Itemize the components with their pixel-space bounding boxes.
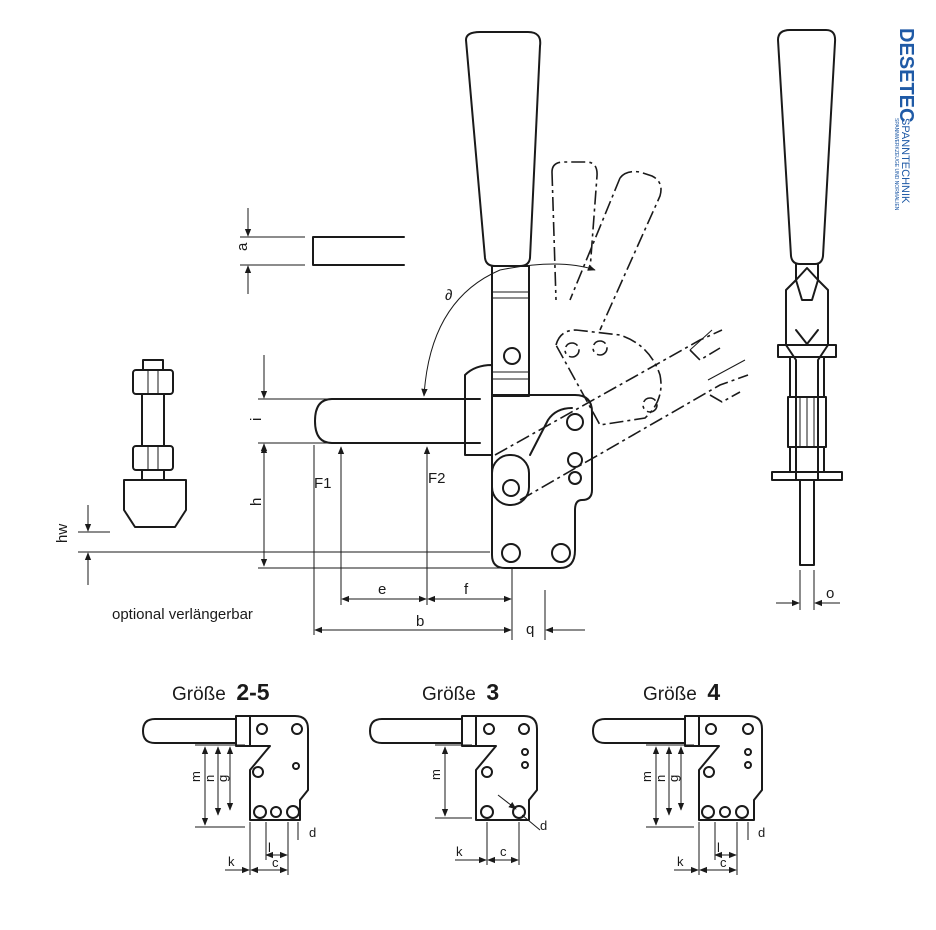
pressure-spindle <box>123 359 187 528</box>
dim-k-label: k <box>677 854 684 869</box>
dim-e-label: e <box>378 581 386 598</box>
pivot-hole <box>503 347 521 365</box>
dim-m-label: m <box>428 769 443 780</box>
dim-a-label: a <box>234 242 251 251</box>
size-variant-3: Größe 3 m d k c <box>369 679 547 865</box>
dim-o-label: o <box>826 585 834 602</box>
dim-g-label: g <box>215 775 230 782</box>
dim-q-label: q <box>526 621 534 638</box>
clamp-handle <box>465 31 542 267</box>
dim-b-label: b <box>416 613 424 630</box>
dim-g-label: g <box>666 775 681 782</box>
angle-label: ∂ <box>445 287 452 304</box>
brand-subtitle: SPANNTECHNIK <box>899 118 911 204</box>
dim-d-label: d <box>309 825 316 840</box>
size-label: Größe 4 <box>643 679 720 705</box>
clamping-bar <box>314 398 481 444</box>
dim-n-label: n <box>202 775 217 782</box>
dim-hw-label: hw <box>54 524 71 543</box>
brand-name: DESETEC <box>895 28 917 122</box>
size-label: Größe 3 <box>422 679 499 705</box>
side-view: o <box>771 29 843 610</box>
dim-k-label: k <box>456 844 463 859</box>
dim-l-label: l <box>717 840 720 855</box>
dim-f-label: f <box>464 581 469 598</box>
size-variant-2-5: Größe 2-5 m n g d k l c <box>142 679 316 875</box>
dim-i-label: i <box>248 418 265 421</box>
clamp-arm <box>491 265 530 397</box>
dim-d-label: d <box>540 818 547 833</box>
main-view: ∂ a i h hw F1 F2 <box>54 31 749 640</box>
force-f2-label: F2 <box>428 470 446 487</box>
dim-m-label: m <box>639 771 654 782</box>
dim-k-label: k <box>228 854 235 869</box>
dim-n-label: n <box>653 775 668 782</box>
force-f1-label: F1 <box>314 475 332 492</box>
brand-logo: DESETEC SPANNTECHNIK SPANNWERKZEUGE UND … <box>893 28 917 211</box>
dim-d-label: d <box>758 825 765 840</box>
dim-m-label: m <box>188 771 203 782</box>
size-label: Größe 2-5 <box>172 679 270 705</box>
dim-c-label: c <box>500 844 507 859</box>
brand-tagline: SPANNWERKZEUGE UND NORMALIEN <box>893 118 899 211</box>
size-variant-4: Größe 4 m n g d k l c <box>592 679 765 875</box>
dim-c-label: c <box>272 855 279 870</box>
extension-note: optional verlängerbar <box>112 606 253 623</box>
dim-c-label: c <box>720 855 727 870</box>
dim-h-label: h <box>248 498 265 506</box>
dim-l-label: l <box>268 840 271 855</box>
